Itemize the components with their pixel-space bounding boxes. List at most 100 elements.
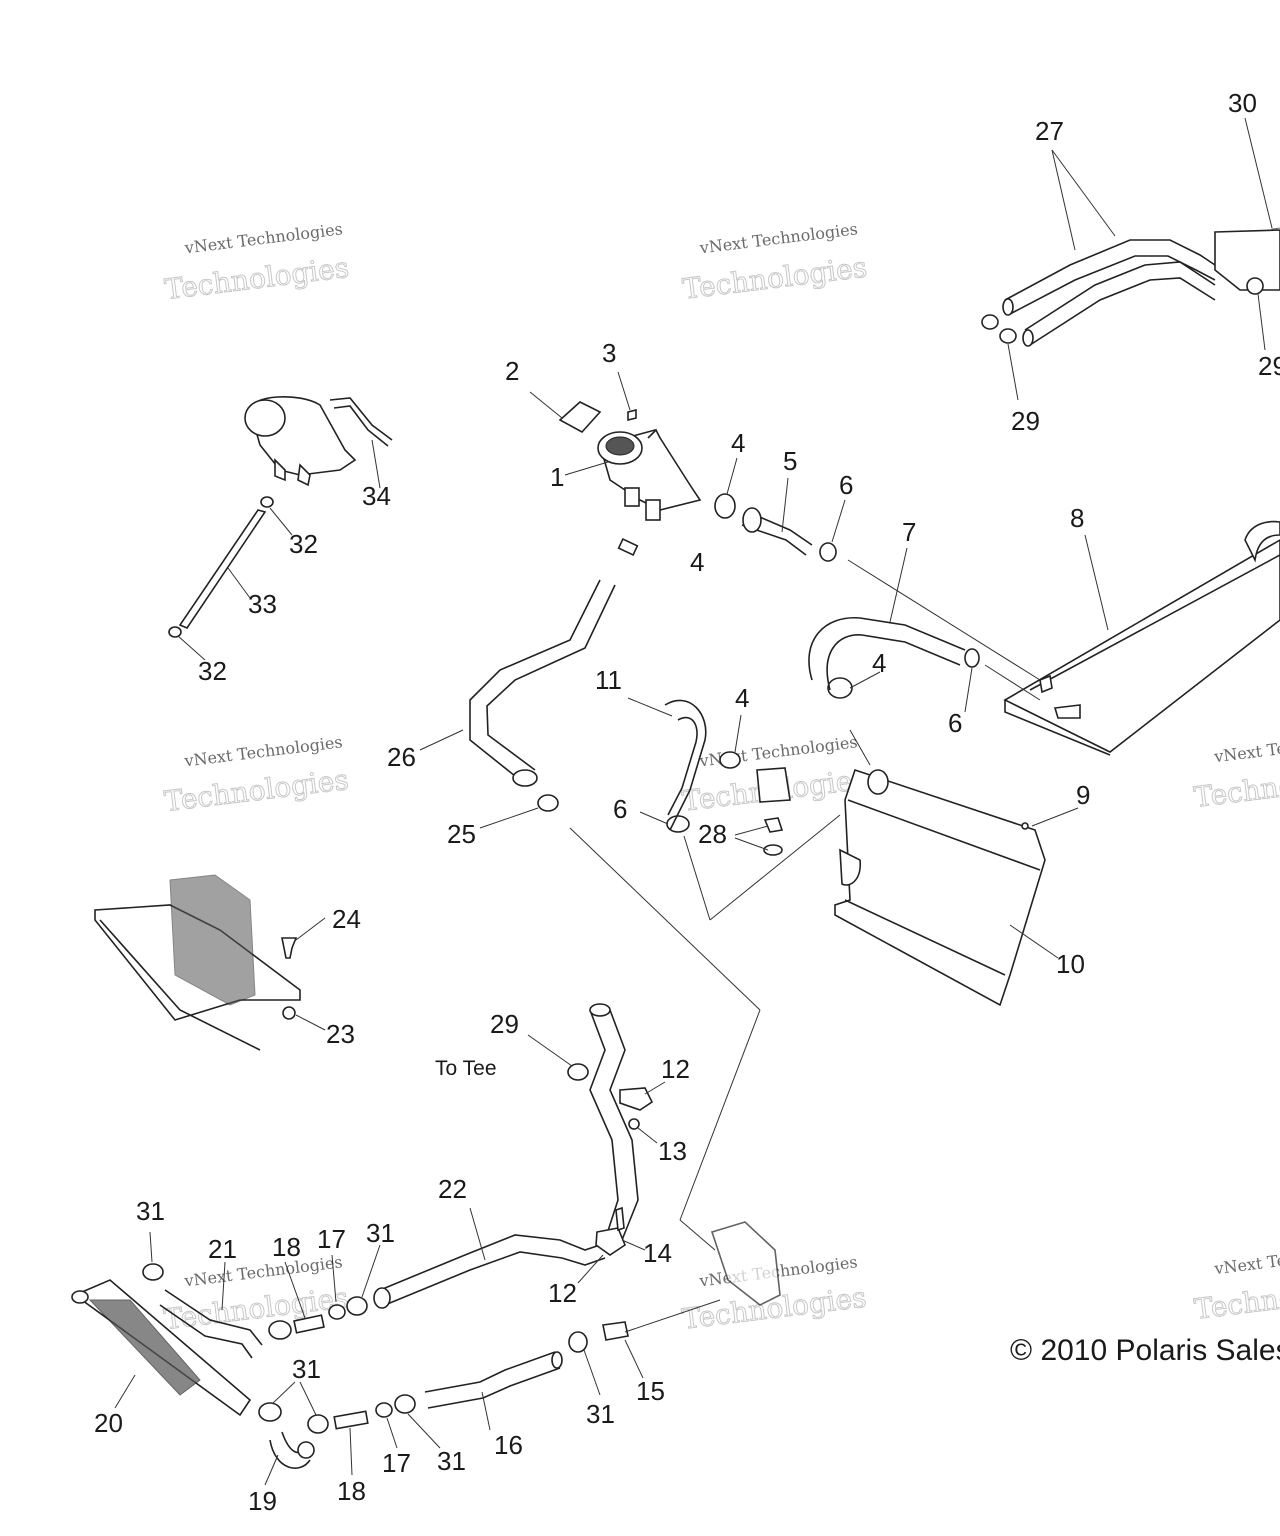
callout-22: 22 — [438, 1174, 467, 1204]
o-ring — [328, 1304, 346, 1320]
coolant-hose — [469, 579, 616, 781]
svg-text:Technologies: Technologies — [1192, 759, 1280, 814]
hose-clamp — [819, 542, 837, 562]
coolant-hose — [379, 1234, 606, 1306]
watermark: Technologies vNext Technologies — [162, 732, 351, 818]
callout-34: 34 — [362, 481, 391, 511]
hose-clamp — [617, 538, 639, 556]
callout-29: 29 — [490, 1009, 519, 1039]
callout-5: 5 — [783, 446, 797, 476]
hose-clamp — [394, 1394, 416, 1414]
callout-25: 25 — [447, 819, 476, 849]
hose-clamp — [258, 1402, 282, 1422]
callout-4: 4 — [735, 683, 749, 713]
callout-21: 21 — [208, 1234, 237, 1264]
hose-connector — [293, 1314, 325, 1334]
hose-clamp — [537, 794, 559, 812]
radiator — [1003, 520, 1280, 756]
hose-clamp — [1246, 277, 1264, 295]
hose-clamp — [999, 328, 1017, 344]
callout-14: 14 — [643, 1238, 672, 1268]
heater-fitting — [1214, 229, 1280, 291]
callout-15: 15 — [636, 1376, 665, 1406]
callout-6: 6 — [839, 470, 853, 500]
hose-clamp — [567, 1063, 589, 1081]
callout-13: 13 — [658, 1136, 687, 1166]
callout-4: 4 — [731, 428, 745, 458]
water-pump — [710, 1221, 781, 1306]
callout-28: 28 — [698, 819, 727, 849]
svg-text:vNext Technologies: vNext Technologies — [183, 219, 344, 257]
bolt — [615, 1206, 625, 1232]
hose-clamp — [142, 1263, 164, 1281]
callout-9: 9 — [1076, 780, 1090, 810]
callout-33: 33 — [248, 589, 277, 619]
callout-26: 26 — [387, 742, 416, 772]
heat-exchanger — [71, 1279, 252, 1417]
callout-31: 31 — [366, 1218, 395, 1248]
hose-clamp — [719, 751, 741, 769]
radiator-shroud — [834, 768, 1046, 1007]
callout-31: 31 — [586, 1399, 615, 1429]
callout-19: 19 — [248, 1486, 277, 1516]
watermark: Technologies vNext Technologies — [162, 219, 351, 306]
callout-32: 32 — [289, 529, 318, 559]
callout-16: 16 — [494, 1430, 523, 1460]
svg-text:vNext Technologies: vNext Technologies — [1212, 728, 1280, 766]
hose-clamp — [964, 648, 980, 668]
frame-section — [94, 874, 301, 1051]
watermark: Technologies vNext Technologies — [1192, 1240, 1280, 1326]
svg-text:Technologies: Technologies — [162, 763, 350, 818]
heater-hose — [1024, 261, 1216, 346]
callout-29: 29 — [1258, 351, 1280, 381]
svg-text:vNext Technologies: vNext Technologies — [1212, 1240, 1280, 1278]
hose-connector — [333, 1410, 369, 1430]
callout-7: 7 — [902, 517, 916, 547]
callout-12: 12 — [548, 1278, 577, 1308]
coolant-hose — [808, 617, 966, 691]
hose-clamp — [714, 493, 736, 519]
callout-1: 1 — [550, 462, 564, 492]
hose-clamp — [827, 677, 853, 699]
hose-fitting — [602, 1321, 629, 1341]
callout-4: 4 — [690, 547, 704, 577]
callout-31: 31 — [292, 1354, 321, 1384]
callout-18: 18 — [337, 1476, 366, 1506]
callout-30: 30 — [1228, 88, 1257, 118]
to-tee-note: To Tee — [435, 1057, 497, 1080]
callout-17: 17 — [317, 1224, 346, 1254]
hose-bracket — [619, 1087, 654, 1111]
coolant-hose — [664, 699, 707, 831]
callout-31: 31 — [136, 1196, 165, 1226]
bolt — [281, 937, 298, 959]
screw — [1021, 822, 1029, 830]
housing-fitting — [756, 767, 791, 803]
coolant-hose — [159, 1289, 263, 1359]
svg-text:Technologies: Technologies — [681, 251, 869, 306]
coolant-reservoir — [244, 396, 393, 487]
callout-4: 4 — [872, 648, 886, 678]
callout-24: 24 — [332, 904, 361, 934]
callout-17: 17 — [382, 1448, 411, 1478]
callout-20: 20 — [94, 1408, 123, 1438]
callout-31: 31 — [437, 1446, 466, 1476]
heater-hose — [1004, 239, 1216, 315]
o-ring — [763, 844, 783, 856]
callout-29: 29 — [1011, 406, 1040, 436]
callout-32: 32 — [198, 656, 227, 686]
overflow-hose — [178, 509, 267, 629]
nut — [628, 1118, 640, 1130]
svg-text:Technologies: Technologies — [1192, 1271, 1280, 1326]
coolant-hose — [589, 1009, 639, 1246]
coolant-hose — [424, 1351, 561, 1409]
callout-6: 6 — [613, 794, 627, 824]
callout-6: 6 — [948, 708, 962, 738]
callout-18: 18 — [272, 1232, 301, 1262]
thermostat-housing — [597, 428, 702, 521]
watermark: Technologies vNext Technologies — [1192, 728, 1280, 814]
callout-27: 27 — [1035, 116, 1064, 146]
hose-clamp — [268, 1320, 292, 1340]
hose-bracket — [595, 1227, 626, 1256]
o-ring — [375, 1402, 393, 1418]
